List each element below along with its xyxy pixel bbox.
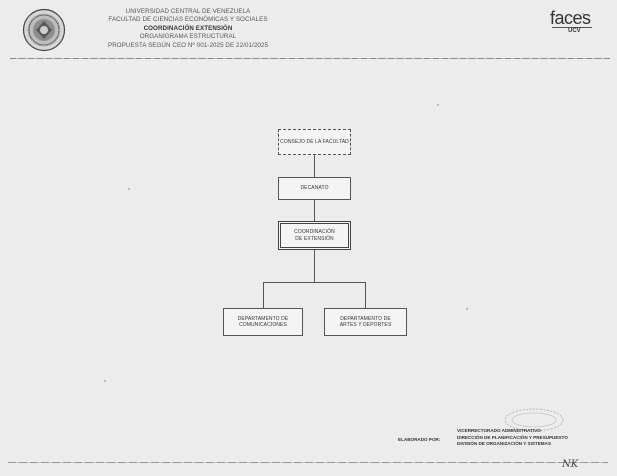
node-consejo-label: CONSEJO DE LA FACULTAD (280, 138, 349, 145)
node-dept-artes-deportes: DEPARTAMENTO DE ARTES Y DEPORTES (324, 308, 407, 336)
faces-ucv-logo: faces UCV (548, 8, 600, 42)
header: UNIVERSIDAD CENTRAL DE VENEZUELA FACULTA… (0, 0, 617, 62)
node-dept-comunicaciones-label: DEPARTAMENTO DE COMUNICACIONES (237, 315, 289, 328)
logo-subtext: UCV (568, 28, 581, 34)
scan-speck (128, 188, 130, 190)
round-stamp-icon (504, 408, 564, 432)
handwritten-initials: NK (562, 459, 579, 470)
connector-to-right-dept (365, 282, 366, 308)
header-divider (10, 58, 610, 59)
header-proposal: PROPUESTA SEGÚN CEO Nº 001-2025 DE 22/01… (107, 41, 269, 49)
connector-horizontal (263, 282, 366, 283)
scan-speck (104, 380, 106, 382)
node-consejo: CONSEJO DE LA FACULTAD (278, 129, 351, 155)
header-chart-type: ORGANIGRAMA ESTRUCTURAL (139, 33, 237, 41)
footer-line-3: DIVISIÓN DE ORGANIZACIÓN Y SISTEMAS (457, 441, 552, 447)
node-dept-comunicaciones: DEPARTAMENTO DE COMUNICACIONES (223, 308, 303, 336)
footer-label: ELABORADO POR: (398, 437, 441, 442)
footer-line-2: DIRECCIÓN DE PLANIFICACIÓN Y PRESUPUESTO (457, 434, 568, 440)
header-coordination: COORDINACIÓN EXTENSIÓN (143, 24, 233, 32)
node-coordinacion-label: COORDINACIÓN DE EXTENSIÓN (294, 229, 335, 242)
scan-speck (582, 13, 584, 15)
header-university: UNIVERSIDAD CENTRAL DE VENEZUELA (125, 8, 251, 15)
node-dept-artes-deportes-label: DEPARTAMENTO DE ARTES Y DEPORTES (339, 315, 392, 328)
scan-speck (437, 104, 439, 106)
header-text: UNIVERSIDAD CENTRAL DE VENEZUELA FACULTA… (88, 8, 288, 50)
footer-lines: VICERRECTORADO ADMINISTRATIVO DIRECCIÓN … (457, 428, 568, 448)
header-faculty: FACULTAD DE CIENCIAS ECONÓMICAS Y SOCIAL… (108, 16, 268, 24)
university-seal-icon (22, 8, 66, 52)
footer-credits: ELABORADO POR: VICERRECTORADO ADMINISTRA… (398, 428, 608, 458)
connector-decanato-coordinacion (314, 200, 315, 221)
node-decanato: DECANATO (278, 177, 351, 200)
node-coordinacion: COORDINACIÓN DE EXTENSIÓN (278, 221, 351, 250)
logo-wordmark: faces (550, 8, 591, 28)
footer-line-1: VICERRECTORADO ADMINISTRATIVO (457, 428, 541, 433)
connector-consejo-decanato (314, 155, 315, 177)
footer-divider (8, 462, 608, 463)
node-decanato-label: DECANATO (300, 185, 329, 192)
logo-rule (552, 27, 592, 28)
connector-coordinacion-down (314, 250, 315, 282)
scan-speck (466, 308, 468, 310)
connector-to-left-dept (263, 282, 264, 308)
